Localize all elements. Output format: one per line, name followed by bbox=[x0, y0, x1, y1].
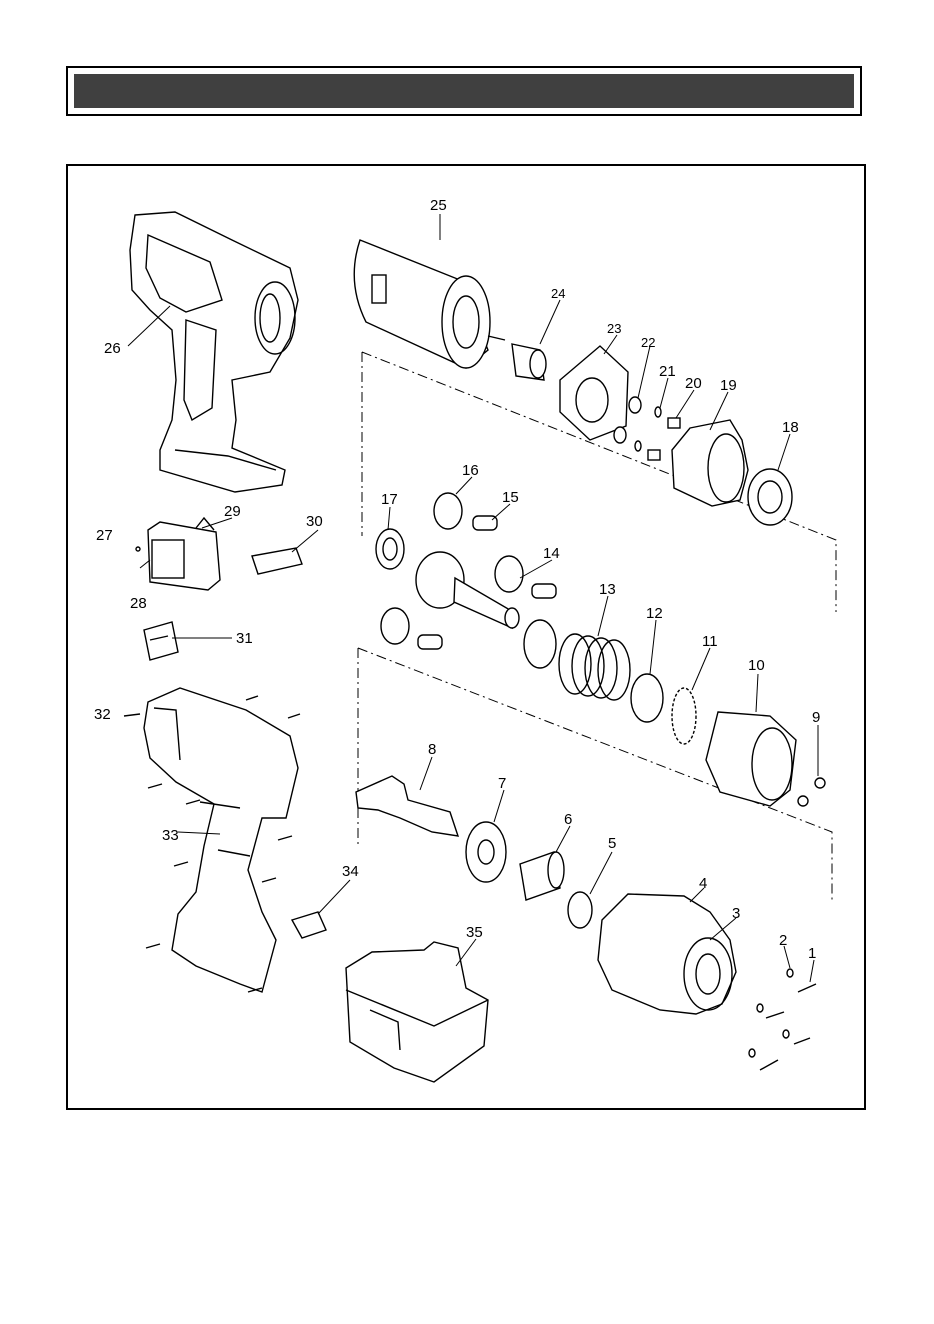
label-16: 16 bbox=[462, 462, 479, 479]
label-8: 8 bbox=[428, 741, 436, 758]
label-27: 27 bbox=[96, 527, 113, 544]
label-11: 11 bbox=[702, 633, 718, 650]
label-33: 33 bbox=[162, 827, 179, 844]
part-12-washer bbox=[524, 620, 556, 668]
label-35: 35 bbox=[466, 924, 483, 941]
label-24: 24 bbox=[551, 286, 565, 301]
label-20: 20 bbox=[685, 375, 702, 392]
part-12-washer bbox=[631, 674, 663, 722]
label-19: 19 bbox=[720, 377, 737, 394]
part-26-housing-half bbox=[130, 212, 298, 492]
part-31-terminal bbox=[144, 622, 178, 660]
part-7-washer bbox=[466, 822, 506, 882]
label-29: 29 bbox=[224, 503, 241, 520]
label-4: 4 bbox=[699, 875, 707, 892]
label-22: 22 bbox=[641, 335, 655, 350]
part-35-battery bbox=[346, 942, 488, 1082]
part-4-front-housing bbox=[598, 894, 736, 1014]
label-14: 14 bbox=[543, 545, 560, 562]
part-21-washer bbox=[635, 407, 661, 451]
label-25: 25 bbox=[430, 197, 447, 214]
label-1: 1 bbox=[808, 945, 816, 962]
label-13: 13 bbox=[599, 581, 616, 598]
part-24-pinion bbox=[512, 344, 546, 380]
part-5-o-ring bbox=[568, 892, 592, 928]
part-19-ring-gear bbox=[672, 420, 748, 506]
part-13-spring bbox=[559, 634, 630, 700]
label-28: 28 bbox=[130, 595, 147, 612]
part-18-bearing bbox=[748, 469, 792, 525]
label-12: 12 bbox=[646, 605, 663, 622]
label-34: 34 bbox=[342, 863, 359, 880]
label-21: 21 bbox=[659, 363, 676, 380]
part-34-plate bbox=[292, 912, 326, 938]
part-25-motor bbox=[354, 240, 505, 368]
part-23-gear-case bbox=[560, 346, 628, 440]
label-17: 17 bbox=[381, 491, 398, 508]
label-32: 32 bbox=[94, 706, 111, 723]
part-11-steel-balls bbox=[672, 688, 696, 744]
label-30: 30 bbox=[306, 513, 323, 530]
part-28-switch bbox=[148, 522, 220, 590]
label-10: 10 bbox=[748, 657, 765, 674]
part-30-lever bbox=[252, 548, 302, 574]
label-5: 5 bbox=[608, 835, 616, 852]
part-27-spring bbox=[136, 547, 140, 551]
label-18: 18 bbox=[782, 419, 799, 436]
label-2: 2 bbox=[779, 932, 787, 949]
part-1-screw bbox=[760, 984, 816, 1070]
label-31: 31 bbox=[236, 630, 253, 647]
label-3: 3 bbox=[732, 905, 740, 922]
label-7: 7 bbox=[498, 775, 506, 792]
part-8-anvil bbox=[356, 776, 458, 836]
part-10-hammer bbox=[706, 712, 796, 806]
label-23: 23 bbox=[607, 321, 621, 336]
label-15: 15 bbox=[502, 489, 519, 506]
part-17-washer bbox=[376, 529, 404, 569]
part-2-washer bbox=[749, 969, 793, 1057]
label-6: 6 bbox=[564, 811, 572, 828]
label-9: 9 bbox=[812, 709, 820, 726]
label-26: 26 bbox=[104, 340, 121, 357]
part-9-ball bbox=[798, 796, 808, 806]
part-9-ball bbox=[815, 778, 825, 788]
part-6-bushing bbox=[520, 852, 564, 900]
